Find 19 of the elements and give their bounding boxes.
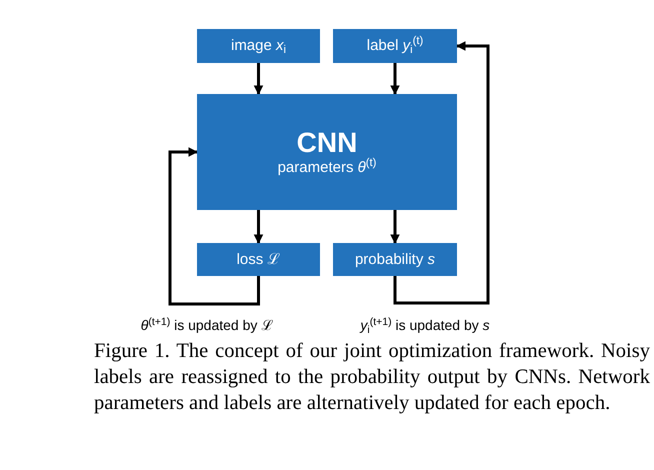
box-text: parameters θ$^{(t)}$ [278,159,376,177]
box-text: probability s [354,250,436,268]
box-text: image x$_{i}$ [230,37,286,55]
edge-label: θ$^{(t+1)}$ is updated by ℒ [140,315,274,335]
process-box [333,29,457,63]
arrow [168,147,260,306]
process-box [333,243,457,276]
box-title: CNN [296,127,358,159]
arrow [390,210,400,244]
process-box [197,94,457,210]
process-box [197,243,320,276]
arrow [390,63,400,95]
process-box [197,29,320,63]
arrow [254,210,264,244]
arrow [254,63,264,95]
box-text: loss ℒ [236,250,280,268]
caption: Figure 1. The concept of our joint optimization framework. Noisy labels are reassigned to the probability output by CNNs. Network parameters and labels are alternatively updated for each epoch. [94,339,650,416]
arrow [394,41,490,304]
edge-label: y$_{i}$$^{(t+1)}$ is updated by s [360,315,490,336]
